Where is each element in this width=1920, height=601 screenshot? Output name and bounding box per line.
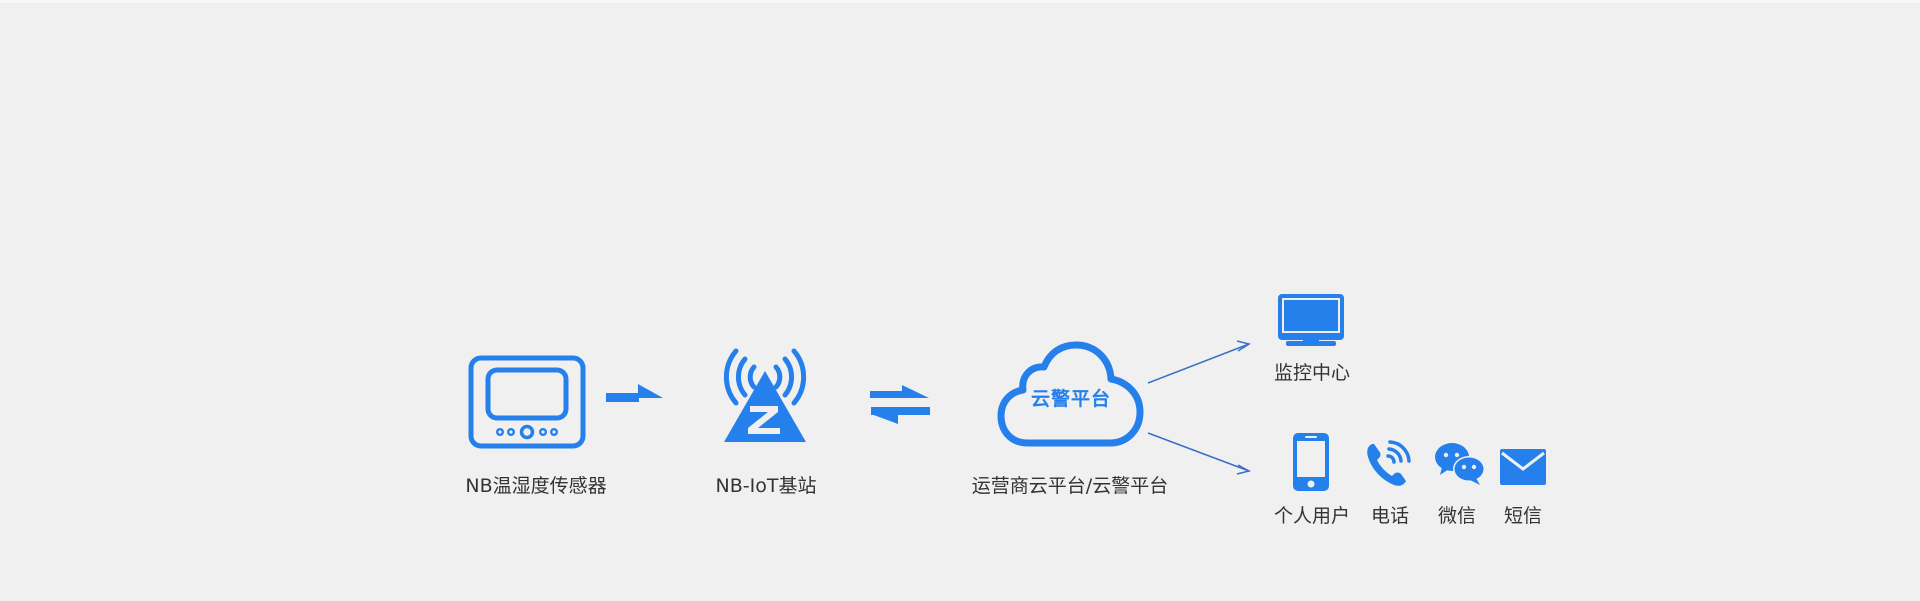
- cloud-icon: 云警平台: [997, 341, 1144, 448]
- cloud-label: 运营商云平台/云警平台: [971, 475, 1169, 497]
- personal-user-label: 个人用户: [1273, 505, 1351, 527]
- sensor-label: NB温湿度传感器: [465, 475, 607, 497]
- phone-call-icon: [1366, 440, 1412, 488]
- monitor-icon: [1278, 294, 1344, 346]
- signal-tower-icon: [722, 347, 808, 443]
- monitor-center-label: 监控中心: [1273, 362, 1351, 384]
- envelope-icon: [1500, 449, 1546, 485]
- top-border: [0, 0, 1920, 3]
- cloud-platform-text: 云警平台: [1030, 388, 1111, 410]
- phone-call-label: 电话: [1370, 505, 1410, 527]
- connector-lines: [1145, 338, 1255, 478]
- base-station-label: NB-IoT基站: [715, 475, 817, 497]
- sms-label: 短信: [1503, 505, 1543, 527]
- sensor-device-icon: [468, 355, 586, 449]
- wechat-label: 微信: [1437, 505, 1477, 527]
- arrow-right-icon: [606, 384, 664, 404]
- wechat-icon: [1434, 442, 1486, 486]
- bidirectional-arrow-icon: [870, 385, 930, 425]
- smartphone-icon: [1293, 433, 1329, 491]
